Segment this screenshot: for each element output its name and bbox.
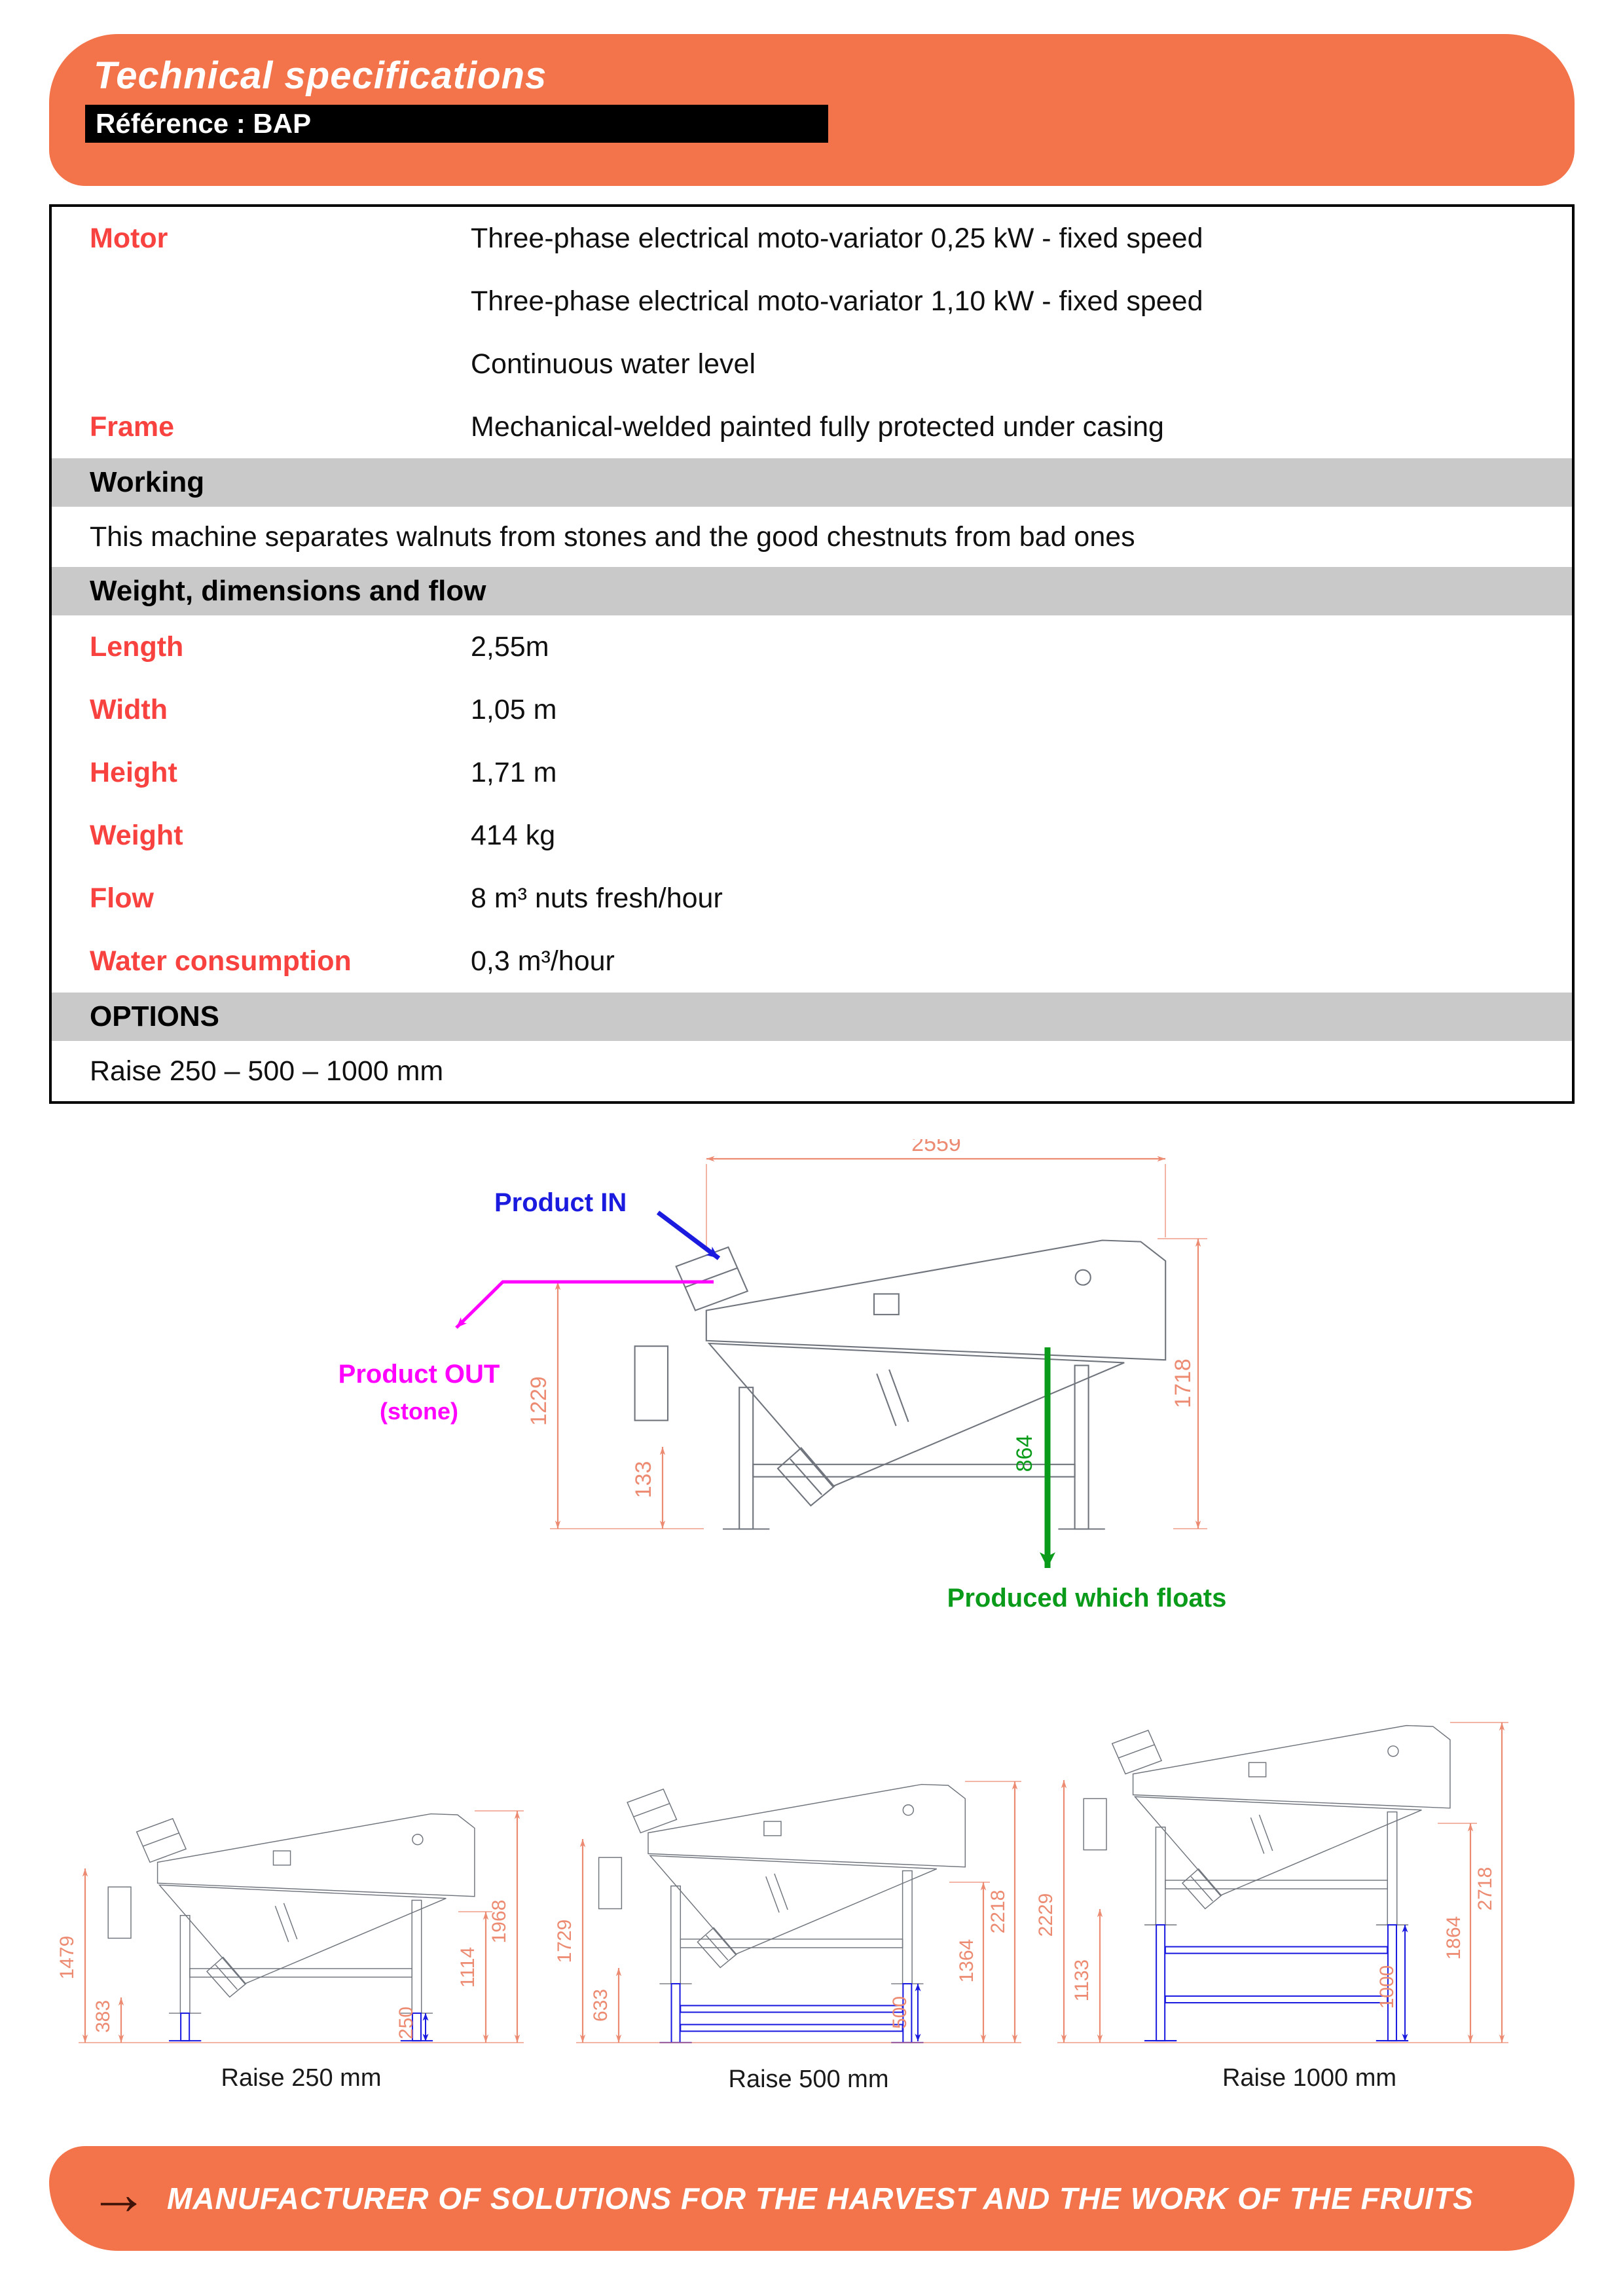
spec-value: 2,55m (471, 630, 549, 663)
options-description: Raise 250 – 500 – 1000 mm (90, 1055, 444, 1087)
product-in-arrow (656, 1211, 721, 1260)
variant-diagram-250: 1479 383 250 1114 1968 Raise 250 mm (56, 1810, 524, 2092)
variant-diagram-1000: 2229 1133 1000 1864 2718 Raise 1000 mm (1035, 1722, 1508, 2092)
table-row: Motor Three-phase electrical moto-variat… (52, 207, 1572, 270)
dim-float-height: 864 (1012, 1435, 1037, 1472)
dim-bottom: 133 (631, 1461, 656, 1499)
footer-slogan: MANUFACTURER OF SOLUTIONS FOR THE HARVES… (167, 2181, 1474, 2215)
table-row: Width 1,05 m (52, 678, 1572, 741)
technical-diagrams: 2559 1718 1229 133 864 Produced which fl… (56, 1139, 1508, 2093)
working-description: This machine separates walnuts from ston… (90, 520, 1135, 553)
spec-table: Motor Three-phase electrical moto-variat… (49, 204, 1575, 1104)
product-in-label: Product IN (494, 1188, 627, 1217)
leg-extensions (169, 2013, 433, 2042)
dim-right-inner: 1364 (956, 1939, 977, 1983)
product-out-label: Product OUT (338, 1360, 500, 1389)
table-row: Weight 414 kg (52, 804, 1572, 867)
dimension-lines (79, 1810, 524, 2043)
dim-raise: 250 (395, 2007, 417, 2039)
spec-value: Three-phase electrical moto-variator 1,1… (471, 285, 1203, 317)
spec-value: 0,3 m³/hour (471, 945, 615, 977)
dim-left-inner: 1133 (1071, 1959, 1093, 2002)
dimension-lines (576, 1781, 1021, 2043)
dim-raise: 500 (889, 1996, 911, 2029)
spec-value: Mechanical-welded painted fully protecte… (471, 410, 1164, 443)
spec-value: 414 kg (471, 819, 556, 851)
reference-label: Référence : BAP (96, 108, 312, 139)
dim-left-inner: 633 (590, 1989, 611, 2022)
product-out-stone-label: (stone) (380, 1398, 458, 1425)
main-diagram: 2559 1718 1229 133 864 Produced which fl… (338, 1139, 1227, 1613)
table-section-options: OPTIONS (52, 993, 1572, 1041)
dim-left-inner: 383 (92, 2000, 114, 2033)
produced-floats-label: Produced which floats (947, 1584, 1227, 1613)
variant-diagram-500: 1729 633 500 1364 2218 Raise 500 mm (554, 1781, 1021, 2093)
dim-left: 1229 (526, 1376, 551, 1426)
spec-value: Continuous water level (471, 348, 756, 380)
spec-value: 1,05 m (471, 693, 557, 725)
spec-label: Flow (90, 882, 154, 914)
spec-label: Motor (90, 222, 168, 254)
header-banner: Technical specifications Référence : BAP (49, 34, 1575, 186)
dimension-lines (1057, 1722, 1508, 2043)
dim-right-inner: 1864 (1443, 1916, 1465, 1960)
reference-bar: Référence : BAP (85, 105, 828, 143)
dim-right-outer: 2218 (987, 1890, 1009, 1934)
table-row: Three-phase electrical moto-variator 1,1… (52, 270, 1572, 333)
spec-value: Three-phase electrical moto-variator 0,2… (471, 222, 1203, 254)
spec-label: Width (90, 693, 168, 725)
dim-left-outer: 1479 (56, 1936, 78, 1980)
table-section-dimensions: Weight, dimensions and flow (52, 567, 1572, 615)
dim-height: 1718 (1171, 1358, 1195, 1408)
spec-value: 1,71 m (471, 756, 557, 788)
dim-left-outer: 1729 (554, 1920, 575, 1963)
table-row: Flow 8 m³ nuts fresh/hour (52, 867, 1572, 930)
dim-right-inner: 1114 (457, 1947, 479, 1988)
dim-width: 2559 (911, 1139, 961, 1156)
page-title: Technical specifications (94, 54, 547, 97)
dim-raise: 1000 (1376, 1965, 1398, 2009)
machine-drawing (634, 1239, 1167, 1530)
spec-label: Frame (90, 410, 175, 443)
dim-right-outer: 1968 (488, 1900, 510, 1944)
table-row: Length 2,55m (52, 615, 1572, 678)
dim-left-outer: 2229 (1035, 1893, 1057, 1937)
product-out-arrow (455, 1280, 714, 1329)
variant-caption: Raise 1000 mm (1222, 2064, 1396, 2092)
dimension-lines (550, 1156, 1207, 1529)
table-row: Frame Mechanical-welded painted fully pr… (52, 395, 1572, 458)
dim-right-outer: 2718 (1474, 1867, 1496, 1911)
leg-extensions (659, 1983, 924, 2043)
spec-label: Height (90, 756, 177, 788)
machine-drawing (107, 1813, 475, 2042)
table-row: Continuous water level (52, 333, 1572, 395)
spec-label: Water consumption (90, 945, 352, 977)
table-row: Water consumption 0,3 m³/hour (52, 930, 1572, 993)
leg-extensions (1144, 1924, 1409, 2042)
footer-banner: → MANUFACTURER OF SOLUTIONS FOR THE HARV… (49, 2146, 1575, 2251)
spec-value: 8 m³ nuts fresh/hour (471, 882, 723, 914)
spec-label: Weight (90, 819, 183, 851)
spec-label: Length (90, 630, 184, 663)
variant-caption: Raise 500 mm (729, 2066, 889, 2093)
table-section-working: Working (52, 458, 1572, 507)
variant-caption: Raise 250 mm (221, 2064, 382, 2092)
table-row: Height 1,71 m (52, 741, 1572, 804)
